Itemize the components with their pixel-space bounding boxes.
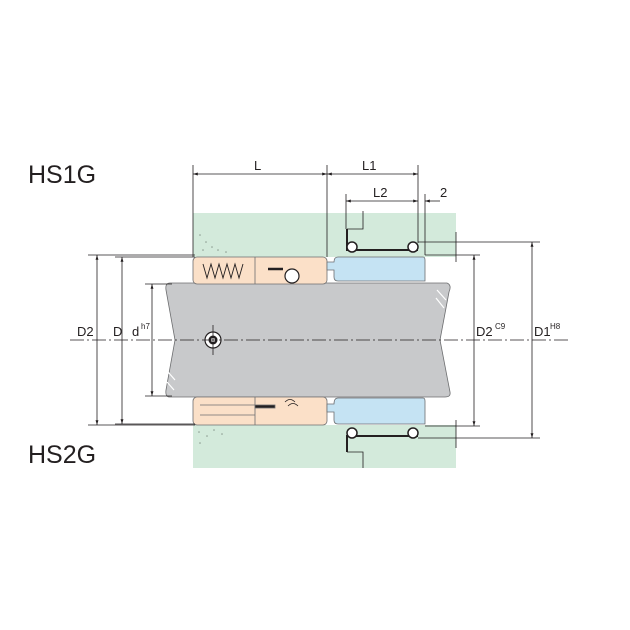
variant-label-top: HS1G (28, 161, 96, 189)
rotating-unit (192, 256, 328, 426)
dimension-lines (88, 165, 540, 448)
dim-D: D (113, 324, 122, 339)
dim-D2-tolerance: C9 (495, 322, 506, 331)
dim-D2-right: D2 (476, 324, 493, 339)
dim-D1-tolerance: H8 (550, 322, 561, 331)
dim-d-tolerance: h7 (141, 322, 150, 331)
dim-2: 2 (440, 185, 447, 200)
dim-L1: L1 (362, 158, 376, 173)
stationary-seat (326, 211, 426, 468)
dim-D1: D1 (534, 324, 551, 339)
variant-label-bottom: HS2G (28, 441, 96, 469)
dim-L: L (254, 158, 261, 173)
dim-D2-left: D2 (77, 324, 94, 339)
dim-d: d (132, 324, 139, 339)
o-ring-icon (284, 268, 300, 284)
dim-L2: L2 (373, 185, 387, 200)
spring-icon (202, 262, 244, 280)
